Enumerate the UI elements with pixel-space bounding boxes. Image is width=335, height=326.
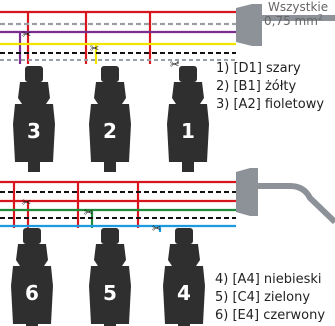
legend-item: 4) [A4] niebieski (215, 272, 322, 287)
scissors-icon: ✂ (170, 58, 179, 71)
scissors-icon: ✂ (84, 206, 93, 219)
injector-4: 4 (163, 228, 205, 326)
top-connector (236, 4, 262, 46)
legend-item: 6) [E4] czerwony (215, 308, 325, 323)
top-red-wire (0, 10, 236, 64)
top-group: ✂ ✂ ✂ 3 2 1 1) [D1] szary 2) [B1] żółty … (0, 4, 335, 172)
legend-item: 1) [D1] szary (216, 61, 301, 76)
scissors-icon: ✂ (152, 222, 161, 235)
bottom-cable (258, 183, 335, 225)
top-violet-wire (0, 30, 236, 64)
bottom-connector (236, 168, 258, 216)
legend-item: 2) [B1] żółty (216, 79, 297, 94)
injector-2: 2 (89, 66, 131, 172)
legend-item: 5) [C4] zielony (215, 290, 310, 305)
bottom-blue-wire (0, 224, 236, 232)
injector-5: 5 (89, 228, 131, 326)
injector-number: 2 (103, 119, 117, 143)
bottom-red-wire-6 (0, 199, 236, 228)
bottom-red-wire (0, 180, 236, 228)
header-size: 0,75 mm (264, 14, 318, 28)
header-line-1: Wszystkie (268, 0, 328, 14)
injector-1: 1 (167, 66, 209, 172)
injector-number: 4 (177, 281, 191, 305)
top-grey-dash-wire (0, 59, 236, 64)
header-line-2: 0,75 mm2 (264, 13, 323, 28)
scissors-icon: ✂ (22, 196, 31, 209)
scissors-icon: ✂ (90, 42, 99, 55)
injector-number: 5 (103, 281, 117, 305)
header-sup: 2 (318, 13, 323, 22)
injector-number: 3 (27, 119, 41, 143)
bottom-group: ✂ ✂ ✂ 6 5 4 4) [A4] niebieski 5) [C4] zi… (0, 168, 335, 326)
legend-item: 3) [A2] fioletowy (216, 97, 324, 112)
injector-6: 6 (11, 228, 53, 326)
injector-number: 6 (25, 281, 39, 305)
scissors-icon: ✂ (22, 28, 31, 41)
injector-3: 3 (13, 66, 55, 172)
injector-number: 1 (181, 119, 195, 143)
